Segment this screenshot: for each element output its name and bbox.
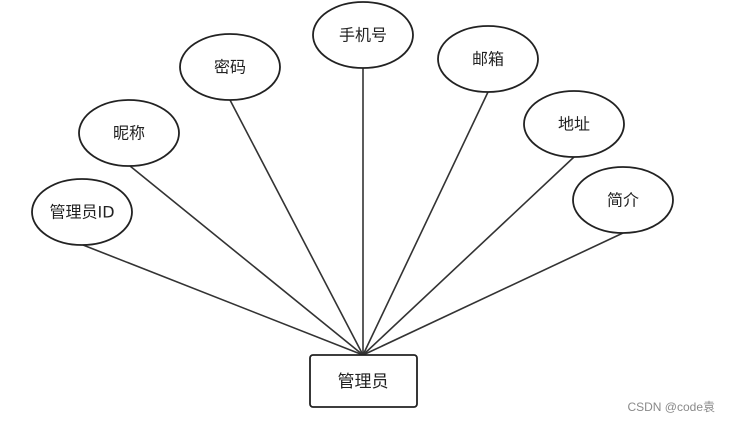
attributes: 管理员ID 昵称 密码 手机号 邮箱 地址 简介	[31, 1, 674, 246]
attribute-password-ellipse	[179, 33, 281, 101]
attribute-nickname: 昵称	[78, 99, 180, 167]
attribute-phone: 手机号	[312, 1, 414, 69]
edges	[82, 68, 624, 356]
entity-admin-label: 管理员	[338, 372, 389, 392]
attribute-admin-id-ellipse	[31, 178, 133, 246]
attribute-email-label: 邮箱	[472, 50, 504, 69]
attribute-admin-id: 管理员ID	[31, 178, 133, 246]
attribute-intro-label: 简介	[607, 191, 639, 210]
attribute-address-label: 地址	[558, 115, 590, 134]
attribute-password: 密码	[179, 33, 281, 101]
attribute-email-ellipse	[437, 25, 539, 93]
attribute-nickname-label: 昵称	[113, 124, 145, 143]
attribute-password-label: 密码	[214, 58, 246, 77]
attribute-address-ellipse	[523, 90, 625, 158]
edge-email	[362, 91, 489, 356]
attribute-intro: 简介	[572, 166, 674, 234]
edge-password	[229, 99, 364, 356]
edge-address	[362, 156, 575, 356]
attribute-admin-id-label: 管理员ID	[49, 203, 114, 222]
edge-intro	[362, 232, 624, 356]
edge-nickname	[129, 165, 364, 356]
attribute-intro-ellipse	[572, 166, 674, 234]
attribute-email: 邮箱	[437, 25, 539, 93]
edge-admin-id	[82, 244, 364, 356]
entity-admin: 管理员	[309, 354, 418, 408]
attribute-nickname-ellipse	[78, 99, 180, 167]
entity-admin-box	[309, 354, 418, 408]
watermark: CSDN @code袁	[627, 400, 715, 414]
attribute-phone-label: 手机号	[339, 26, 387, 45]
attribute-address: 地址	[523, 90, 625, 158]
attribute-phone-ellipse	[312, 1, 414, 69]
